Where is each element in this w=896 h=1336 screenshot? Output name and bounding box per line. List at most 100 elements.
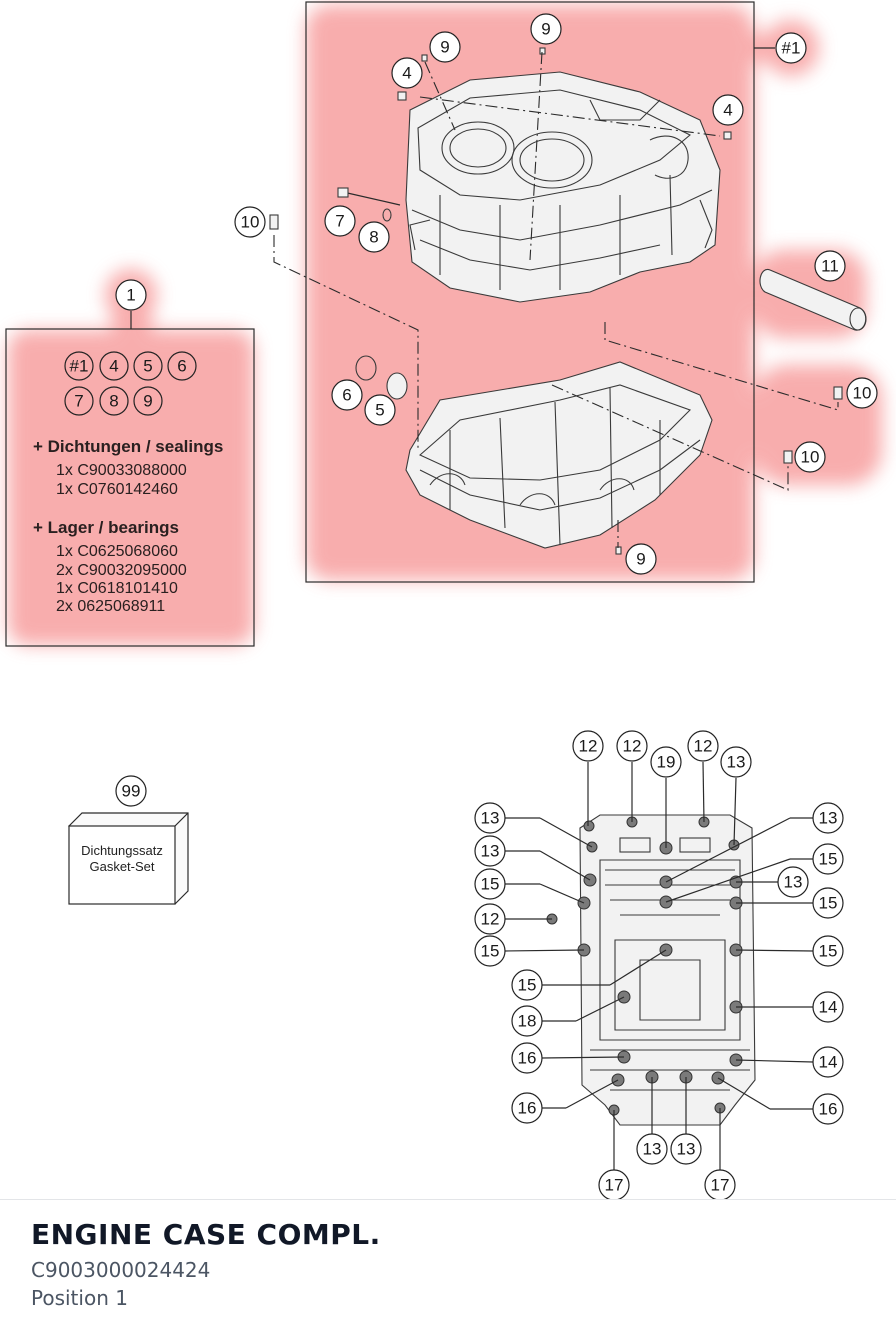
leader-lines-bottom (504, 761, 814, 1170)
svg-text:16: 16 (518, 1049, 537, 1068)
svg-text:8: 8 (369, 228, 378, 247)
callout-4-right[interactable]: 4 (712, 94, 744, 126)
svg-text:15: 15 (819, 850, 838, 869)
kit-contents-frame (5, 328, 255, 647)
kit-ref: 8 (99, 386, 129, 416)
callout-10-left[interactable]: 10 (234, 206, 266, 238)
part-position: Position 1 (31, 1286, 128, 1310)
svg-text:12: 12 (694, 737, 713, 756)
svg-text:5: 5 (143, 357, 152, 376)
callout-15[interactable]: 15 (474, 935, 506, 967)
bolt-pattern-drawing (579, 814, 756, 1126)
upper-crankcase-drawing (405, 71, 721, 303)
svg-text:14: 14 (819, 1053, 838, 1072)
svg-text:#1: #1 (70, 357, 89, 376)
svg-text:19: 19 (657, 753, 676, 772)
callout-16[interactable]: 16 (511, 1042, 543, 1074)
svg-text:12: 12 (623, 737, 642, 756)
svg-text:13: 13 (819, 809, 838, 828)
exploded-parts-diagram: 9 4 9 #1 4 10 7 8 11 6 5 10 10 9 1 #1 4 … (5, 1, 882, 1199)
callout-17[interactable]: 17 (598, 1169, 630, 1199)
svg-text:15: 15 (819, 894, 838, 913)
bearings-heading: + Lager / bearings (33, 518, 179, 537)
svg-text:15: 15 (819, 942, 838, 961)
callout-13[interactable]: 13 (720, 746, 752, 778)
svg-text:15: 15 (481, 942, 500, 961)
svg-text:10: 10 (801, 448, 820, 467)
callout-12[interactable]: 12 (616, 730, 648, 762)
alignment-lines (273, 51, 839, 548)
callout-12[interactable]: 12 (687, 730, 719, 762)
callout-9-center[interactable]: 9 (530, 13, 562, 45)
callout-10-right-top[interactable]: 10 (846, 377, 878, 409)
svg-text:17: 17 (711, 1176, 730, 1195)
callout-99[interactable]: 99 (115, 775, 147, 807)
callout-15[interactable]: 15 (511, 969, 543, 1001)
callout-4-left[interactable]: 4 (391, 57, 423, 89)
kit-ref: 5 (133, 351, 163, 381)
svg-text:13: 13 (784, 873, 803, 892)
callout-14[interactable]: 14 (812, 1046, 844, 1078)
callout-13[interactable]: 13 (474, 802, 506, 834)
gasket-set-box[interactable]: Dichtungssatz Gasket-Set (68, 812, 189, 905)
svg-text:16: 16 (518, 1099, 537, 1118)
svg-text:13: 13 (677, 1140, 696, 1159)
callout-kit-1[interactable]: 1 (115, 279, 147, 311)
svg-text:4: 4 (402, 64, 411, 83)
sealing-item: 1x C90033088000 (56, 462, 187, 479)
callout-5[interactable]: 5 (364, 394, 396, 426)
callout-17[interactable]: 17 (704, 1169, 736, 1199)
svg-text:13: 13 (481, 809, 500, 828)
svg-text:#1: #1 (782, 39, 801, 58)
svg-text:7: 7 (74, 392, 83, 411)
assembly-frame (305, 1, 755, 583)
svg-text:4: 4 (723, 101, 732, 120)
part-title: ENGINE CASE COMPL. (31, 1218, 381, 1251)
callout-10-right-bottom[interactable]: 10 (794, 441, 826, 473)
svg-text:12: 12 (579, 737, 598, 756)
svg-text:9: 9 (636, 550, 645, 569)
callout-9-bottom[interactable]: 9 (625, 543, 657, 575)
callout-15[interactable]: 15 (812, 843, 844, 875)
svg-text:6: 6 (177, 357, 186, 376)
callout-15[interactable]: 15 (474, 868, 506, 900)
callout-18[interactable]: 18 (511, 1005, 543, 1037)
callout-16[interactable]: 16 (812, 1093, 844, 1125)
callout-13[interactable]: 13 (636, 1133, 668, 1165)
small-parts (269, 47, 867, 555)
gasket-set-label-de: Dichtungssatz (81, 843, 163, 858)
callout-assembly-1[interactable]: #1 (775, 32, 807, 64)
callout-12[interactable]: 12 (572, 730, 604, 762)
svg-text:7: 7 (335, 212, 344, 231)
callout-14[interactable]: 14 (812, 991, 844, 1023)
callout-13[interactable]: 13 (474, 835, 506, 867)
kit-ref: 6 (167, 351, 197, 381)
kit-ref: 9 (133, 386, 163, 416)
lower-crankcase-drawing (405, 361, 713, 549)
leader-lines-top (130, 47, 775, 329)
svg-text:14: 14 (819, 998, 838, 1017)
callout-13[interactable]: 13 (670, 1133, 702, 1165)
svg-text:9: 9 (440, 38, 449, 57)
callout-13[interactable]: 13 (777, 866, 809, 898)
callout-7[interactable]: 7 (324, 205, 356, 237)
callout-19[interactable]: 19 (650, 746, 682, 778)
callout-15[interactable]: 15 (812, 935, 844, 967)
svg-text:6: 6 (342, 386, 351, 405)
callout-13[interactable]: 13 (812, 802, 844, 834)
callout-8[interactable]: 8 (358, 221, 390, 253)
svg-text:5: 5 (375, 401, 384, 420)
kit-ref: 7 (64, 386, 94, 416)
gasket-set-label-en: Gasket-Set (89, 859, 154, 874)
callout-6[interactable]: 6 (331, 379, 363, 411)
callout-9-top[interactable]: 9 (429, 31, 461, 63)
callout-12[interactable]: 12 (474, 903, 506, 935)
svg-text:11: 11 (821, 257, 839, 276)
callout-16[interactable]: 16 (511, 1092, 543, 1124)
svg-text:13: 13 (643, 1140, 662, 1159)
part-info-footer: ENGINE CASE COMPL. C9003000024424 Positi… (0, 1199, 896, 1336)
callout-11[interactable]: 11 (814, 250, 846, 282)
svg-text:13: 13 (727, 753, 746, 772)
callout-15[interactable]: 15 (812, 887, 844, 919)
kit-part-list: + Dichtungen / sealings 1x C90033088000 … (33, 437, 223, 615)
